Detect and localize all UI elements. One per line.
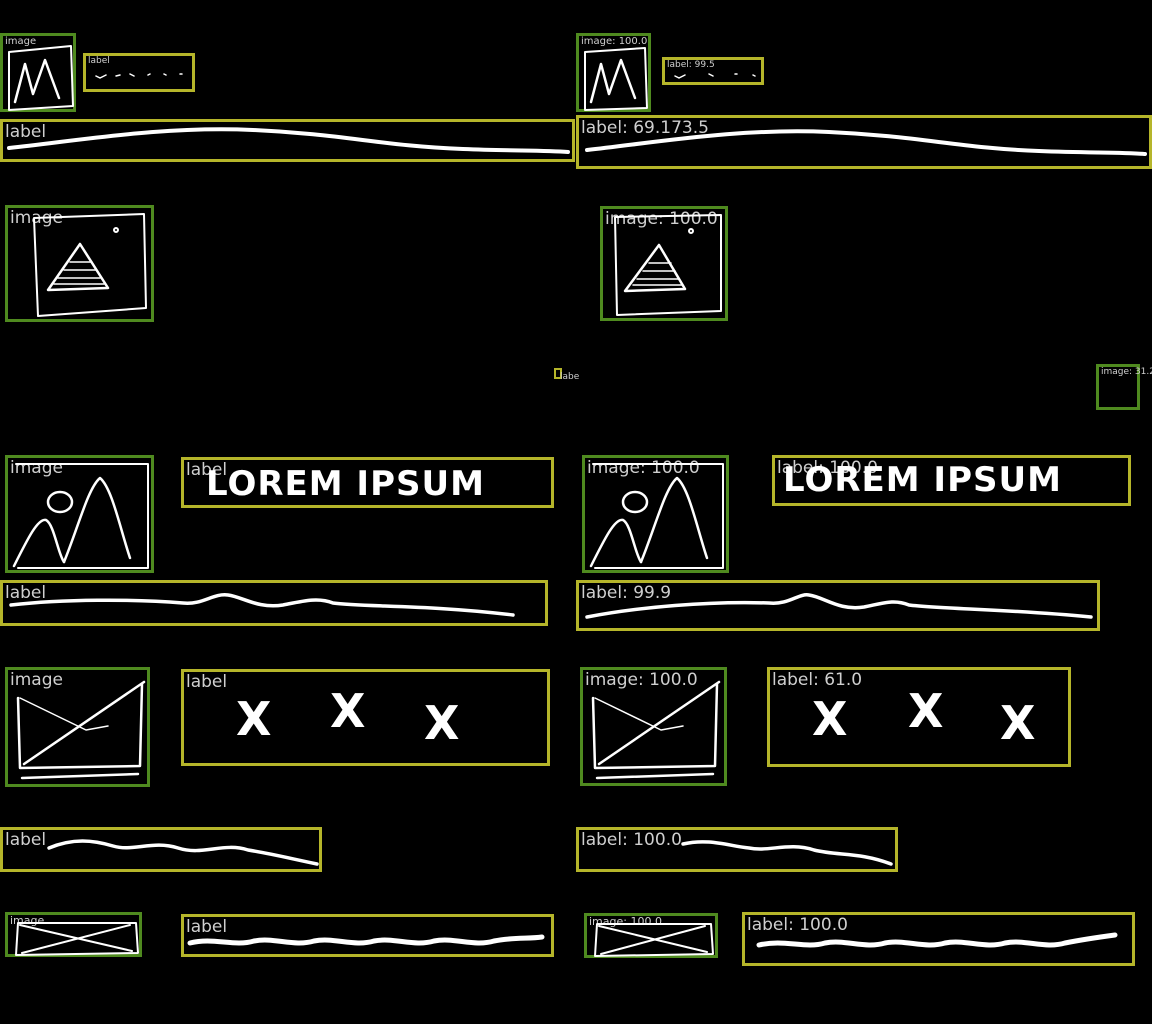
wavy-line-icon [187,934,545,946]
image-box-triangle[interactable]: image [5,205,154,322]
wavy-line-icon [585,593,1093,619]
x-mark-icon: X [330,684,366,738]
image-box-mountain[interactable]: image: 100.0 [576,33,651,112]
image-box-diagonal[interactable]: image [5,667,150,787]
triangle-sketch-icon [33,213,147,317]
box-tag: image: 100.0 [605,209,718,229]
box-tag: labe [560,372,580,382]
image-box-diagonal[interactable]: image: 100.0 [580,667,727,786]
label-box-xmarks[interactable]: label: 61.0 X X X [767,667,1071,767]
wavy-line-icon [47,839,319,866]
label-box-wavy[interactable]: label [0,580,548,626]
box-tag: label [186,672,228,692]
label-box-line[interactable]: label: 69.173.5 [576,115,1152,169]
label-box-scribble[interactable]: label: 99.5 [662,57,764,85]
box-tag: label: 69.173.5 [581,118,709,138]
image-box-crossed[interactable]: image [5,912,142,957]
mountain-sketch-icon [584,47,648,111]
x-mark-icon: X [812,692,848,746]
box-tag: label: 99.5 [667,60,715,70]
label-box-scribble[interactable]: label [83,53,195,92]
box-tag: label [88,56,110,66]
mountain-sun-sketch-icon [589,463,724,569]
box-tag: label: 61.0 [772,670,863,690]
lorem-text: LOREM IPSUM [206,464,485,504]
label-box-wavy[interactable]: label [181,914,554,957]
box-tag: image: 100.0 [581,36,648,47]
diagonal-sketch-icon [16,680,146,780]
mountain-sun-sketch-icon [12,463,149,569]
box-tag: label: 100.0 [777,458,878,478]
box-tag: label [186,460,228,480]
label-box-tiny[interactable]: labe [554,368,579,382]
x-mark-icon: X [424,696,460,750]
wavy-line-icon [585,129,1147,156]
box-tag: image [5,36,37,47]
box-tag: label [5,122,47,142]
label-box-wavy[interactable]: label: 100.0 [742,912,1135,966]
image-box-mountain-sun[interactable]: image: 100.0 [582,455,729,573]
label-box-lorem[interactable]: label LOREM IPSUM [181,457,554,508]
box-tag: label: 100.0 [747,915,848,935]
wavy-line-icon [756,932,1118,948]
label-box-lorem[interactable]: label: 100.0 LOREM IPSUM [772,455,1131,506]
triangle-sketch-icon [614,214,722,316]
scribble-line-icon [95,73,183,79]
x-mark-icon: X [236,692,272,746]
box-tag: image: 100.0 [585,670,698,690]
image-box-mountain-sun[interactable]: image [5,455,154,573]
diagonal-sketch-icon [591,680,721,780]
box-tag: label [5,830,47,850]
box-tag: label [5,583,47,603]
image-box-crossed[interactable]: image: 100.0 [584,913,718,958]
image-box-empty[interactable]: image: 31.2 [1096,364,1152,410]
crossed-box-sketch-icon [594,923,714,957]
label-box-line[interactable]: label [0,119,575,162]
label-box-wavy[interactable]: label: 100.0 [576,827,898,872]
wavy-line-icon [9,593,515,617]
box-tag: image: 31.2 [1101,367,1152,377]
mountain-sketch-icon [8,45,74,111]
wavy-line-icon [681,840,893,866]
image-box-mountain[interactable]: image [0,33,76,112]
box-tag: label: 100.0 [581,830,682,850]
wavy-line-icon [7,127,570,154]
x-mark-icon: X [1000,696,1036,750]
image-box-triangle[interactable]: image: 100.0 [600,206,728,321]
label-box-wavy[interactable]: label: 99.9 [576,580,1100,631]
lorem-text: LOREM IPSUM [783,460,1062,500]
label-box-xmarks[interactable]: label X X X [181,669,550,766]
box-tag: image: 100.0 [589,915,662,928]
box-tag: image [10,670,63,690]
box-tag: image [10,914,45,927]
scribble-line-icon [674,73,756,79]
label-box-wavy[interactable]: label [0,827,322,872]
crossed-box-sketch-icon [15,922,139,956]
x-mark-icon: X [908,684,944,738]
box-tag: label [186,917,228,937]
box-tag: label: 99.9 [581,583,672,603]
